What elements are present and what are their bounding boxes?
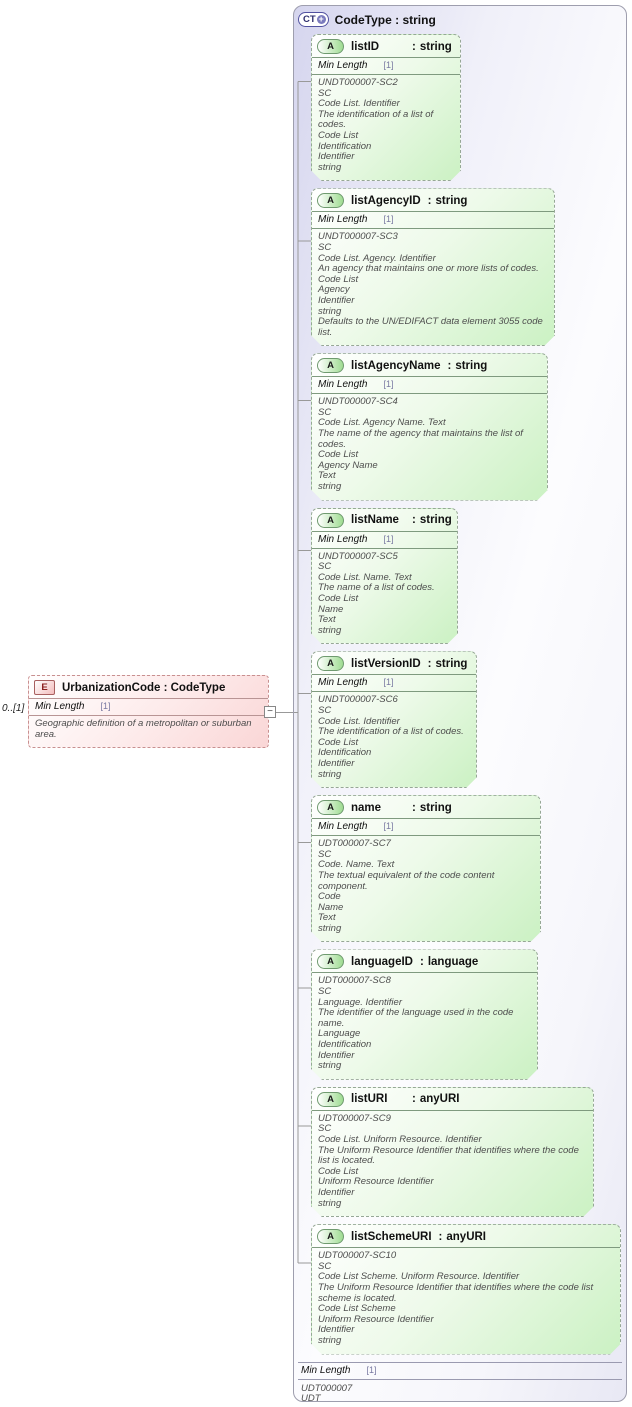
attribute-box-listuri[interactable]: A listURI :anyURI UDT000007-SC9 SC Code … [311, 1087, 594, 1217]
complextype-doc: UDT000007 UDT Code. Type 1.0 A character… [301, 1382, 353, 1402]
attribute-box-listschemeuri[interactable]: A listSchemeURI :anyURI UDT000007-SC10 S… [311, 1224, 621, 1354]
attribute-type: :string [412, 801, 452, 814]
attribute-type: :string [427, 194, 468, 207]
attribute-name: listID [351, 40, 380, 53]
attribute-doc: UNDT000007-SC3 SC Code List. Agency. Ide… [318, 231, 543, 338]
complextype-box-codetype[interactable]: CT + CodeType : string A listID :string … [293, 5, 627, 1402]
attribute-name: listSchemeURI [351, 1230, 432, 1243]
attribute-box-listagencyname[interactable]: A listAgencyName :string Min Length [1] … [311, 353, 548, 500]
attribute-doc: UDT000007-SC8 SC Language. Identifier Th… [318, 975, 514, 1072]
facet-value: [1] [100, 701, 111, 711]
attribute-icon: A [317, 1229, 344, 1244]
element-doc: Geographic definition of a metropolitan … [35, 718, 252, 740]
attribute-box-listname[interactable]: A listName :string Min Length [1] UNDT00… [311, 508, 458, 645]
attribute-icon: A [317, 193, 344, 208]
min-length-facet: Min Length [1] [312, 675, 476, 692]
facet-name: Min Length [35, 701, 85, 712]
attribute-doc: UDT000007-SC9 SC Code List. Uniform Reso… [318, 1112, 579, 1209]
attribute-name: listAgencyName [351, 359, 441, 372]
attribute-header: A listAgencyID :string [312, 189, 554, 212]
attribute-type: :string [412, 514, 452, 527]
element-header: E UrbanizationCode : CodeType [29, 676, 268, 699]
attribute-name: listVersionID [351, 657, 421, 670]
attribute-header: A listVersionID :string [312, 652, 476, 675]
complextype-title: CodeType : string [334, 12, 436, 27]
expand-icon: + [316, 14, 326, 24]
attribute-icon: A [317, 1092, 344, 1107]
attribute-name: listAgencyID [351, 194, 421, 207]
attribute-icon: A [317, 358, 344, 373]
attribute-box-name[interactable]: A name :string Min Length [1] UDT000007-… [311, 795, 541, 942]
element-title: UrbanizationCode : CodeType [62, 681, 226, 694]
connector-line [269, 711, 293, 713]
complextype-icon[interactable]: CT + [298, 12, 329, 27]
element-box-urbanizationcode[interactable]: E UrbanizationCode : CodeType Min Length… [28, 675, 269, 749]
attribute-doc: UDT000007-SC7 SC Code. Name. Text The te… [318, 838, 495, 934]
attribute-doc: UNDT000007-SC4 SC Code List. Agency Name… [318, 396, 523, 493]
attribute-icon: A [317, 954, 344, 969]
attribute-name: listName [351, 514, 399, 527]
attribute-header: A listName :string [312, 509, 457, 532]
attribute-icon: A [317, 39, 344, 54]
attribute-header: A listID :string [312, 35, 460, 58]
attribute-column: A listID :string Min Length [1] UNDT0000… [294, 32, 626, 1355]
collapse-toggle[interactable]: − [264, 705, 276, 718]
min-length-facet: Min Length [1] [312, 532, 457, 549]
attribute-type: :string [412, 40, 452, 53]
element-cardinality: 0..[1] [2, 702, 25, 714]
attribute-name: languageID [351, 955, 413, 968]
attribute-box-languageid[interactable]: A languageID :language UDT000007-SC8 SC … [311, 949, 538, 1079]
min-length-facet: Min Length [1] [312, 212, 554, 229]
attribute-doc: UDT000007-SC10 SC Code List Scheme. Unif… [318, 1250, 594, 1346]
attribute-header: A languageID :language [312, 950, 537, 973]
complextype-min-length-facet: Min Length [1] [298, 1361, 622, 1380]
attribute-type: :string [427, 657, 468, 670]
attribute-icon: A [317, 800, 344, 815]
attribute-doc: UNDT000007-SC6 SC Code List. Identifier … [318, 694, 464, 780]
attribute-icon: A [317, 656, 344, 671]
attribute-type: :anyURI [438, 1230, 486, 1243]
attribute-header: A listAgencyName :string [312, 354, 547, 377]
attribute-type: :anyURI [412, 1093, 460, 1106]
element-icon: E [34, 680, 55, 695]
min-length-facet: Min Length [1] [312, 819, 540, 836]
attribute-name: listURI [351, 1093, 388, 1106]
complextype-header: CT + CodeType : string [294, 6, 626, 32]
attribute-box-listversionid[interactable]: A listVersionID :string Min Length [1] U… [311, 651, 477, 788]
attribute-header: A name :string [312, 796, 540, 819]
complextype-badge-label: CT [303, 14, 316, 25]
attribute-box-listagencyid[interactable]: A listAgencyID :string Min Length [1] UN… [311, 188, 555, 346]
min-length-facet: Min Length [1] [312, 58, 460, 75]
attribute-type: :string [447, 359, 488, 372]
attribute-box-listid[interactable]: A listID :string Min Length [1] UNDT0000… [311, 34, 461, 181]
attribute-icon: A [317, 513, 344, 528]
attribute-name: name [351, 801, 382, 814]
attribute-type: :language [419, 955, 479, 968]
attribute-doc: UNDT000007-SC5 SC Code List. Name. Text … [318, 550, 435, 636]
attribute-header: A listSchemeURI :anyURI [312, 1225, 620, 1248]
element-min-length-facet: Min Length [1] [29, 699, 268, 716]
attribute-header: A listURI :anyURI [312, 1088, 593, 1111]
attribute-doc: UNDT000007-SC2 SC Code List. Identifier … [318, 77, 434, 173]
min-length-facet: Min Length [1] [312, 377, 547, 394]
